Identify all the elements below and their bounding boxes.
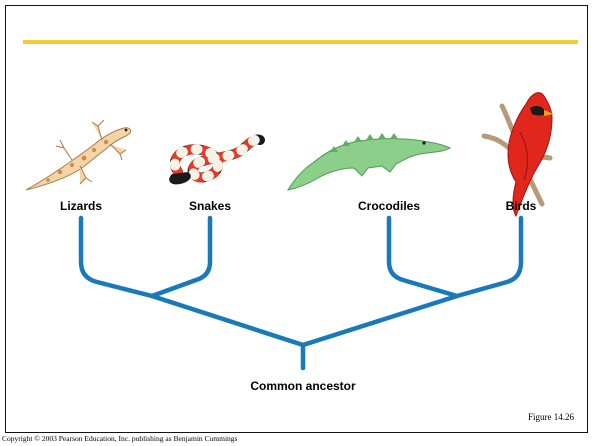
branch-crocodiles	[389, 218, 457, 296]
branch-lizards	[81, 218, 152, 296]
taxon-label-lizards: Lizards	[60, 199, 102, 213]
branch-lizard-snake	[152, 296, 303, 345]
branch-birds	[457, 218, 521, 296]
common-ancestor-label: Common ancestor	[250, 379, 355, 393]
figure-number: Figure 14.26	[528, 412, 574, 422]
copyright-notice: Copyright © 2003 Pearson Education, Inc.…	[2, 434, 237, 443]
branch-snakes	[152, 218, 210, 296]
taxon-label-birds: Birds	[506, 199, 537, 213]
taxon-label-snakes: Snakes	[189, 199, 231, 213]
taxon-label-crocodiles: Crocodiles	[358, 199, 420, 213]
branch-croc-bird	[303, 296, 457, 345]
